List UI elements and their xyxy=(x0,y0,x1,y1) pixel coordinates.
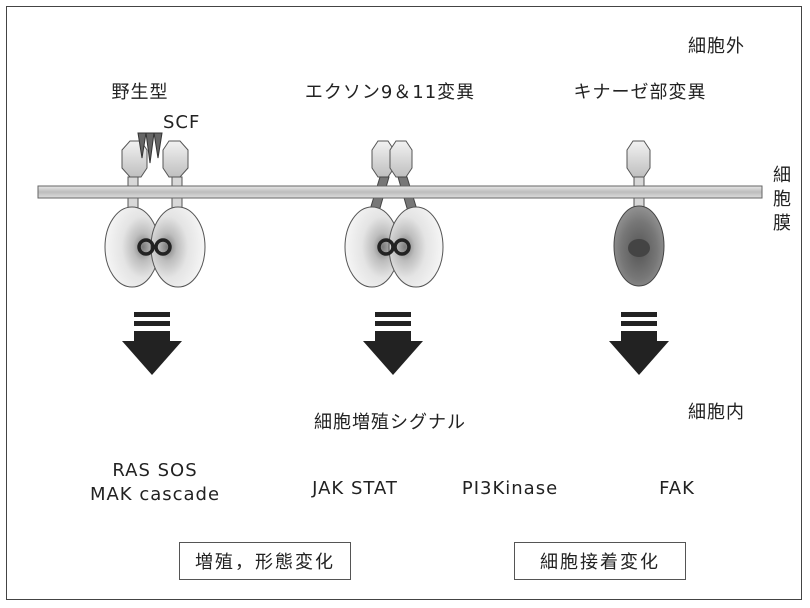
cell-membrane xyxy=(37,185,763,199)
scf-label: SCF xyxy=(163,112,201,133)
membrane-label: 細 胞 膜 xyxy=(771,164,793,236)
membrane-char: 胞 xyxy=(773,189,791,210)
outcome-adhesion-box: 細胞接着変化 xyxy=(514,542,686,580)
column-title-exon-mutant: エクソン9＆11変異 xyxy=(304,82,476,103)
membrane-char: 膜 xyxy=(773,213,791,234)
outcome-proliferation-box: 増殖，形態変化 xyxy=(179,542,351,580)
receptor-exon-mutant xyxy=(344,140,444,288)
pathway-mak-cascade: MAK cascade xyxy=(89,484,221,505)
figure-frame xyxy=(6,6,802,600)
pathway-pi3kinase: PI3Kinase xyxy=(461,478,559,499)
intracellular-label: 細胞内 xyxy=(688,402,745,423)
receptor-kinase-mutant xyxy=(613,140,665,287)
arrow-exon-mutant xyxy=(363,312,423,375)
extracellular-label: 細胞外 xyxy=(688,36,745,57)
scf-ligand xyxy=(137,132,163,164)
column-title-wildtype: 野生型 xyxy=(111,82,169,103)
arrow-wildtype xyxy=(122,312,182,375)
column-title-kinase-mutant: キナーゼ部変異 xyxy=(573,82,707,103)
pathway-ras-sos: RAS SOS xyxy=(112,460,198,481)
pathway-fak: FAK xyxy=(659,478,695,499)
pathway-jak-stat: JAK STAT xyxy=(312,478,398,499)
membrane-char: 細 xyxy=(773,165,791,186)
proliferation-signal-label: 細胞増殖シグナル xyxy=(314,412,466,433)
receptor-wildtype xyxy=(104,140,206,288)
arrow-kinase-mutant xyxy=(609,312,669,375)
